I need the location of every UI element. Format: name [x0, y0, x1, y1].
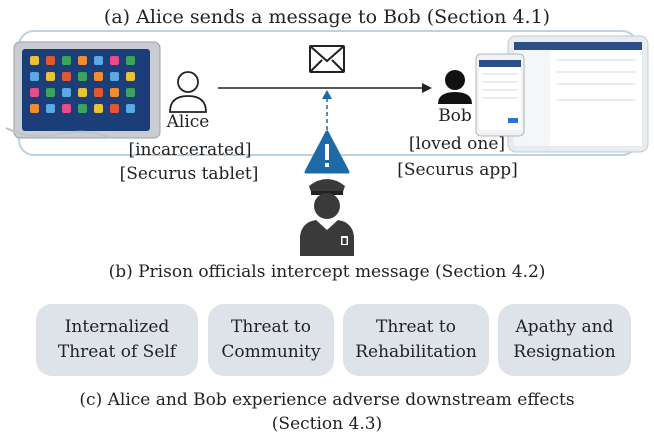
- alice-person-icon: [169, 71, 207, 113]
- effect-line: Threat of Self: [57, 342, 177, 362]
- effect-line: Threat to: [376, 317, 456, 337]
- effect-line: Internalized: [64, 317, 170, 337]
- alice-role: [incarcerated]: [128, 140, 252, 160]
- bob-person-icon: [438, 70, 472, 104]
- section-c-reference: (Section 4.3): [271, 414, 383, 434]
- effect-box-threat-to-rehabilitation: Threat to Rehabilitation: [343, 304, 489, 376]
- effect-box-apathy-resignation: Apathy and Resignation: [498, 304, 631, 376]
- securus-tablet-image: [5, 41, 161, 139]
- alice-device: [Securus tablet]: [119, 164, 259, 184]
- prison-officer-icon: [300, 179, 354, 256]
- effect-box-threat-to-community: Threat to Community: [208, 304, 334, 376]
- message-arrow: [218, 83, 432, 93]
- effect-line: Community: [221, 342, 321, 362]
- bob-role: [loved one]: [408, 134, 506, 154]
- effect-line: Resignation: [513, 342, 616, 362]
- alice-name: Alice: [166, 112, 210, 132]
- section-c-title: (c) Alice and Bob experience adverse dow…: [79, 390, 575, 410]
- securus-app-image: [475, 35, 649, 153]
- bob-device: [Securus app]: [397, 160, 518, 180]
- effect-line: Apathy and: [515, 317, 614, 337]
- warning-icon: [304, 130, 350, 174]
- bob-name: Bob: [438, 106, 472, 126]
- intercept-line: [322, 90, 332, 130]
- section-b-title: (b) Prison officials intercept message (…: [108, 262, 546, 282]
- section-a-title: (a) Alice sends a message to Bob (Sectio…: [103, 6, 551, 28]
- effect-line: Rehabilitation: [355, 342, 477, 362]
- effect-line: Threat to: [231, 317, 311, 337]
- effect-box-internalized-threat: Internalized Threat of Self: [36, 304, 198, 376]
- envelope-icon: [309, 45, 345, 73]
